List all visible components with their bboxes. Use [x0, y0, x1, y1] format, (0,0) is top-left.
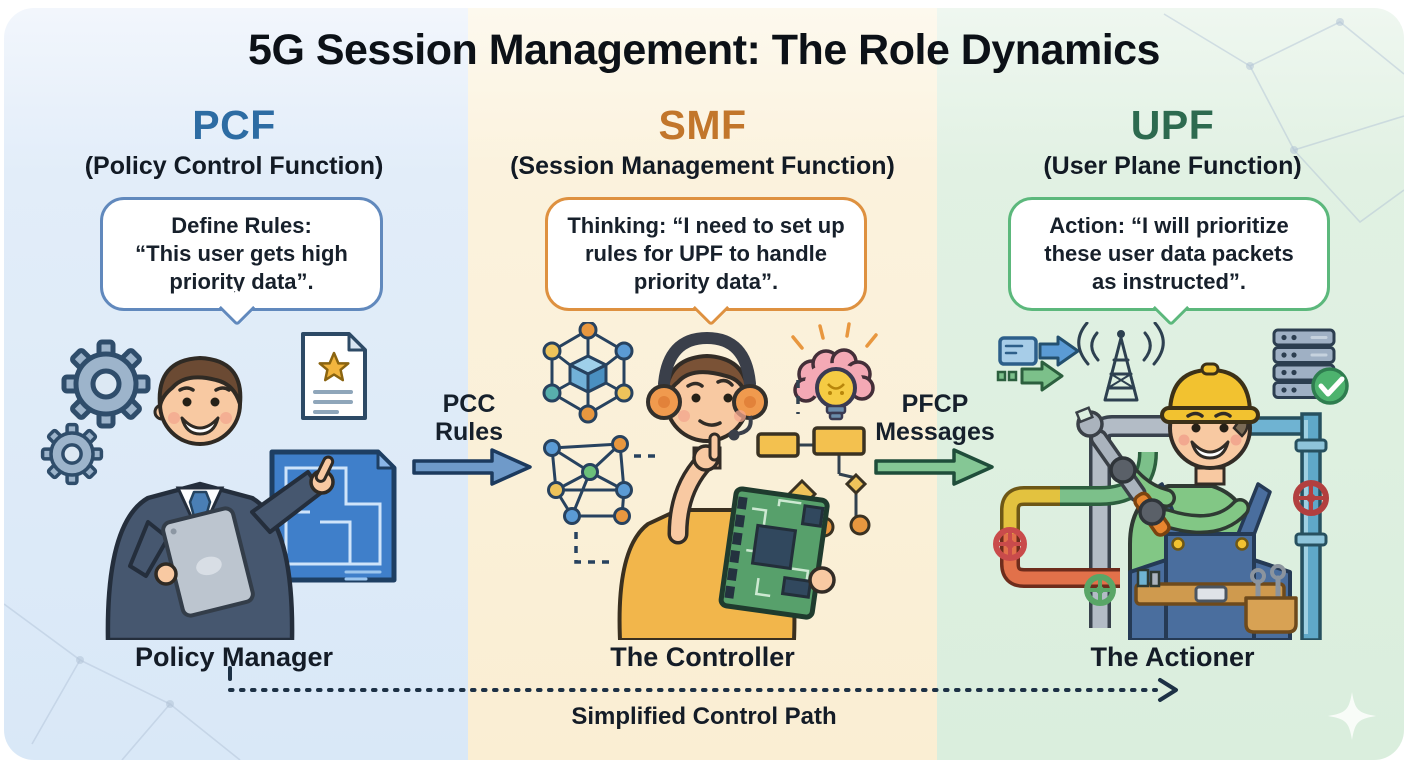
circuit-board-icon [718, 486, 830, 620]
pfcp-messages-arrow [874, 448, 994, 486]
gear-icon [28, 325, 165, 498]
upf-speech-bubble: Action:“I will prioritize these user dat… [1008, 197, 1330, 327]
server-check-icon [1272, 328, 1349, 405]
network-graph-icon [543, 435, 658, 564]
pcf-nickname: Policy Manager [134, 642, 334, 672]
smf-column: SMF (Session Management Function) The Co… [468, 0, 937, 768]
valve-wheel-icon [993, 527, 1116, 606]
document-star-icon [301, 332, 367, 420]
pcf-column: PCF (Policy Control Function) Policy Man… [0, 0, 468, 768]
control-path-arrow [228, 666, 1178, 702]
network-cube-icon [542, 322, 634, 424]
pcc-rules-arrow [412, 448, 532, 486]
pcf-illustration [28, 322, 397, 640]
smf-full-name: (Session Management Function) [510, 152, 895, 180]
upf-illustration [993, 322, 1349, 640]
upf-nickname: The Actioner [1090, 642, 1255, 672]
smf-nickname: The Controller [610, 642, 795, 672]
smf-bubble-text: “I need to set up rules for UPF to handl… [584, 213, 845, 294]
control-path-label: Simplified Control Path [571, 703, 837, 730]
pcf-speech-bubble: Define Rules:“This user gets high priori… [100, 197, 383, 327]
smf-speech-bubble: Thinking:“I need to set up rules for UPF… [545, 197, 867, 327]
smf-illustration [542, 322, 878, 640]
policy-manager-character [105, 356, 335, 640]
page-title: 5G Session Management: The Role Dynamics [248, 26, 1160, 74]
upf-acronym: UPF [1130, 102, 1215, 148]
smf-acronym: SMF [658, 102, 747, 148]
pcf-bubble-lead: Define Rules: [171, 213, 312, 238]
controller-character [617, 331, 836, 640]
headset-icon [646, 331, 768, 441]
upf-bubble-text: “I will prioritize these user data packe… [1044, 213, 1294, 294]
upf-column: UPF (User Plane Function) The Actioner [937, 0, 1408, 768]
tool-pouch-icon [1244, 564, 1298, 634]
pcf-acronym: PCF [192, 102, 276, 148]
smf-bubble-lead: Thinking: [567, 213, 667, 238]
data-packet-icon [996, 335, 1080, 392]
upf-full-name: (User Plane Function) [1043, 152, 1302, 180]
upf-bubble-lead: Action: [1049, 213, 1126, 238]
pcf-full-name: (Policy Control Function) [84, 152, 384, 180]
brain-lightbulb-icon [791, 322, 878, 421]
actioner-character [1074, 362, 1298, 640]
antenna-icon [1077, 322, 1165, 402]
hard-hat-icon [1160, 362, 1260, 424]
tablet-icon [161, 506, 255, 618]
pcf-bubble-text: “This user gets high priority data”. [135, 240, 348, 294]
